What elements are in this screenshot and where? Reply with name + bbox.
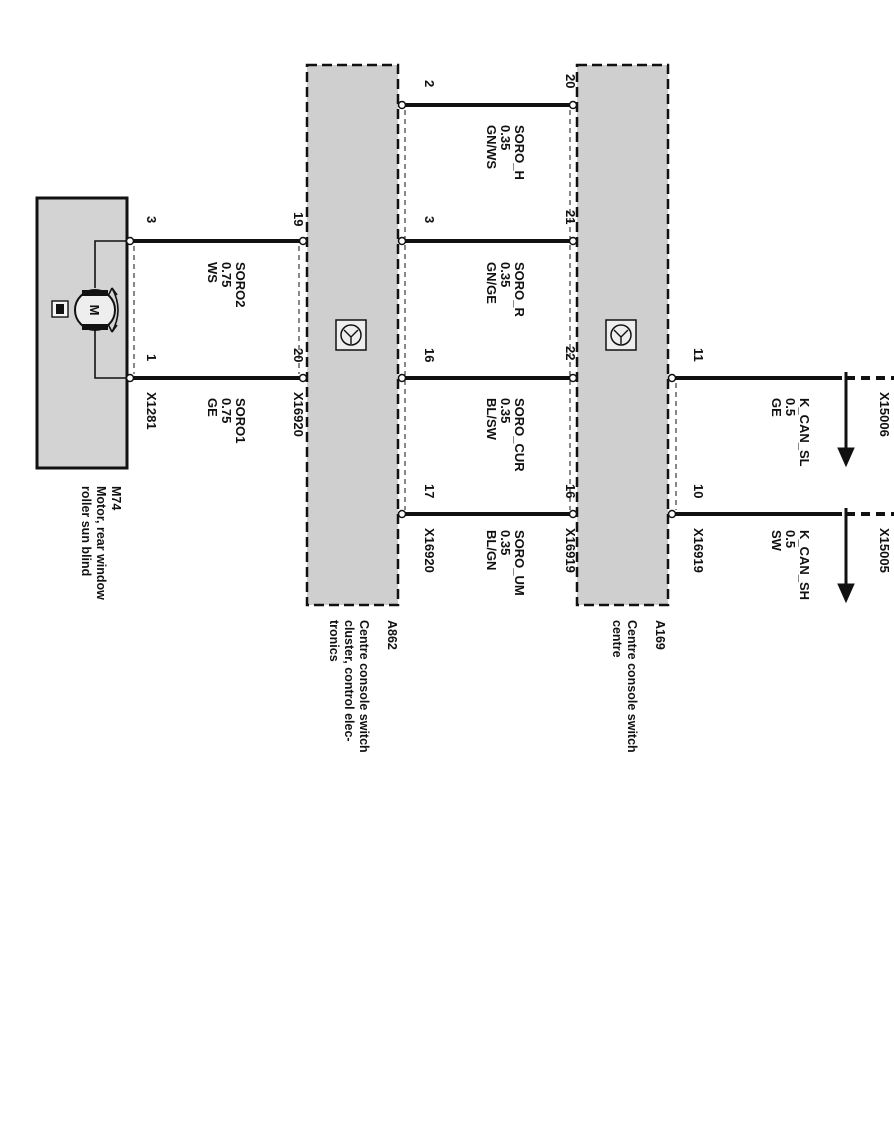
wire-k-can-sl-name: K_CAN_SL xyxy=(797,398,812,467)
wire-soro-h-name: SORO_H xyxy=(512,125,527,180)
a169-id: A169 xyxy=(653,620,667,650)
wire-soro-um-color: BL/GN xyxy=(484,530,499,570)
a169-name-line2: centre xyxy=(610,620,624,658)
wires-m74-a862 xyxy=(130,239,303,380)
pin-m74-3: 3 xyxy=(144,216,159,223)
wire-soro1-name: SORO1 xyxy=(233,398,248,444)
module-a862 xyxy=(305,63,400,607)
wire-k-can-sl-color: GE xyxy=(769,398,784,417)
wire-k-can-sh-gauge: 0.5 xyxy=(783,530,798,548)
wire-k-can-sh-color: SW xyxy=(769,530,784,552)
reference-x15005: X15005 xyxy=(877,528,892,573)
wire-soro-r-gauge: 0.35 xyxy=(498,262,513,287)
wires-a862-a169 xyxy=(402,103,573,516)
connector-x1281: X1281 xyxy=(144,392,159,430)
wire-soro2-color: WS xyxy=(205,262,220,283)
motor-letter: M xyxy=(87,305,102,316)
rotation-arrows-icon xyxy=(107,287,119,333)
pin-a862-2: 2 xyxy=(422,80,437,87)
connector-x16919-right: X16919 xyxy=(691,528,706,573)
pin-a862-3: 3 xyxy=(422,216,437,223)
m74-id: M74 xyxy=(109,486,123,510)
arrow-down-icon xyxy=(837,520,855,604)
control-unit-icon xyxy=(335,319,367,351)
connector-x16920-right: X16920 xyxy=(422,528,437,573)
arrow-down-icon xyxy=(837,384,855,468)
pin-a169-16: 16 xyxy=(563,484,578,498)
a169-name-line1: Centre console switch xyxy=(625,620,639,753)
wire-soro-cur-gauge: 0.35 xyxy=(498,398,513,423)
connector-x16919-left: X16919 xyxy=(563,528,578,573)
wire-soro-r-name: SORO_R xyxy=(512,262,527,318)
wire-soro1-gauge: 0.75 xyxy=(219,398,234,423)
pin-a862-19: 19 xyxy=(291,212,306,226)
a862-name-line1: Centre console switch xyxy=(357,620,371,753)
m74-name-line1: Motor, rear window xyxy=(94,486,108,600)
wire-soro-um-gauge: 0.35 xyxy=(498,530,513,555)
wire-soro-h-color: GN/WS xyxy=(484,125,499,169)
wire-soro-cur-color: BL/SW xyxy=(484,398,499,441)
wire-soro-h-gauge: 0.35 xyxy=(498,125,513,150)
motor-symbol-icon: M xyxy=(74,289,116,331)
pin-m74-1: 1 xyxy=(144,354,159,361)
wire-soro2-name: SORO2 xyxy=(233,262,248,308)
pin-a169-20: 20 xyxy=(563,74,578,88)
pin-a862-16: 16 xyxy=(422,348,437,362)
module-a169 xyxy=(575,63,670,607)
pin-a169-22: 22 xyxy=(563,346,578,360)
wire-soro2-gauge: 0.75 xyxy=(219,262,234,287)
connector-x16920-left: X16920 xyxy=(291,392,306,437)
wire-soro-r-color: GN/GE xyxy=(484,262,499,304)
control-unit-icon xyxy=(605,319,637,351)
reference-x15006: X15006 xyxy=(877,392,892,437)
wire-k-can-sh-name: K_CAN_SH xyxy=(797,530,812,600)
a862-id: A862 xyxy=(385,620,399,650)
motor-m74: M xyxy=(35,196,129,470)
wire-soro1-color: GE xyxy=(205,398,220,417)
pin-a862-17: 17 xyxy=(422,484,437,498)
wire-soro-cur-name: SORO_CUR xyxy=(512,398,527,472)
a862-name-line2: cluster, control elec- xyxy=(342,620,356,742)
pin-terminals xyxy=(125,100,677,519)
pin-a169-10: 10 xyxy=(691,484,706,498)
pin-a169-21: 21 xyxy=(563,210,578,224)
connector-plug-icon xyxy=(51,300,69,318)
wire-k-can-sl-gauge: 0.5 xyxy=(783,398,798,416)
wire-soro-um-name: SORO_UM xyxy=(512,530,527,596)
pin-a862-20: 20 xyxy=(291,348,306,362)
a862-name-line3: tronics xyxy=(327,620,341,662)
wires-a169-can xyxy=(672,372,894,520)
m74-name-line2: roller sun blind xyxy=(79,486,93,576)
pin-a169-11: 11 xyxy=(691,348,706,362)
